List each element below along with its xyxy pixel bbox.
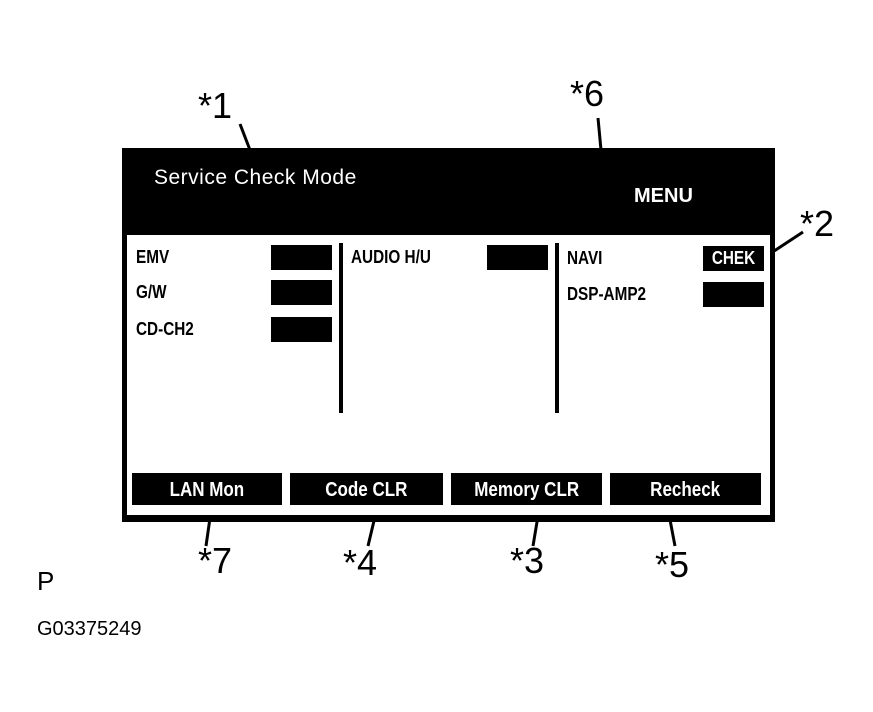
callout-3: *3: [510, 540, 545, 581]
callout-5: *5: [655, 544, 690, 585]
device-label-dsp-amp2: DSP-AMP2: [567, 284, 647, 304]
lan-mon-button[interactable]: LAN Mon: [130, 471, 284, 507]
button-label: LAN Mon: [169, 479, 245, 501]
device-status-text: CHEK: [711, 248, 756, 268]
device-label-emv: EMV: [136, 247, 170, 267]
screen-header: Service Check Mode MENU: [122, 148, 775, 235]
device-status-cd-ch2[interactable]: [271, 317, 332, 342]
device-label-audio-hu: AUDIO H/U: [351, 247, 431, 267]
button-label: Recheck: [650, 479, 721, 501]
device-status-emv[interactable]: [271, 245, 332, 270]
screen-title: Service Check Mode: [154, 166, 357, 189]
figure-id: G03375249: [37, 618, 142, 640]
leader-1: [238, 123, 252, 151]
button-label: Code CLR: [325, 479, 408, 501]
figure-letter: P: [37, 566, 55, 596]
callout-6: *6: [570, 73, 605, 114]
menu-button[interactable]: MENU: [634, 185, 693, 207]
callout-4: *4: [343, 542, 378, 583]
device-status-panel: EMV G/W CD-CH2 AUDIO H/U NAVI CHEK DSP-A…: [127, 235, 770, 515]
memory-clr-button[interactable]: Memory CLR: [449, 471, 604, 507]
device-label-cd-ch2: CD-CH2: [136, 319, 194, 339]
device-status-gw[interactable]: [271, 280, 332, 305]
device-status-dsp-amp2[interactable]: [703, 282, 764, 307]
column-divider: [339, 243, 343, 413]
callout-7: *7: [198, 540, 233, 581]
service-check-screen: Service Check Mode MENU EMV G/W CD-CH2 A…: [122, 148, 775, 522]
callout-1: *1: [198, 85, 233, 126]
recheck-button[interactable]: Recheck: [608, 471, 763, 507]
device-status-audio-hu[interactable]: [487, 245, 548, 270]
column-divider: [555, 243, 559, 413]
device-status-navi[interactable]: CHEK: [703, 246, 764, 271]
code-clr-button[interactable]: Code CLR: [288, 471, 445, 507]
leader-6: [596, 117, 603, 151]
callout-2: *2: [800, 203, 835, 244]
button-label: Memory CLR: [474, 479, 579, 501]
device-label-gw: G/W: [136, 282, 167, 302]
device-label-navi: NAVI: [567, 248, 603, 268]
